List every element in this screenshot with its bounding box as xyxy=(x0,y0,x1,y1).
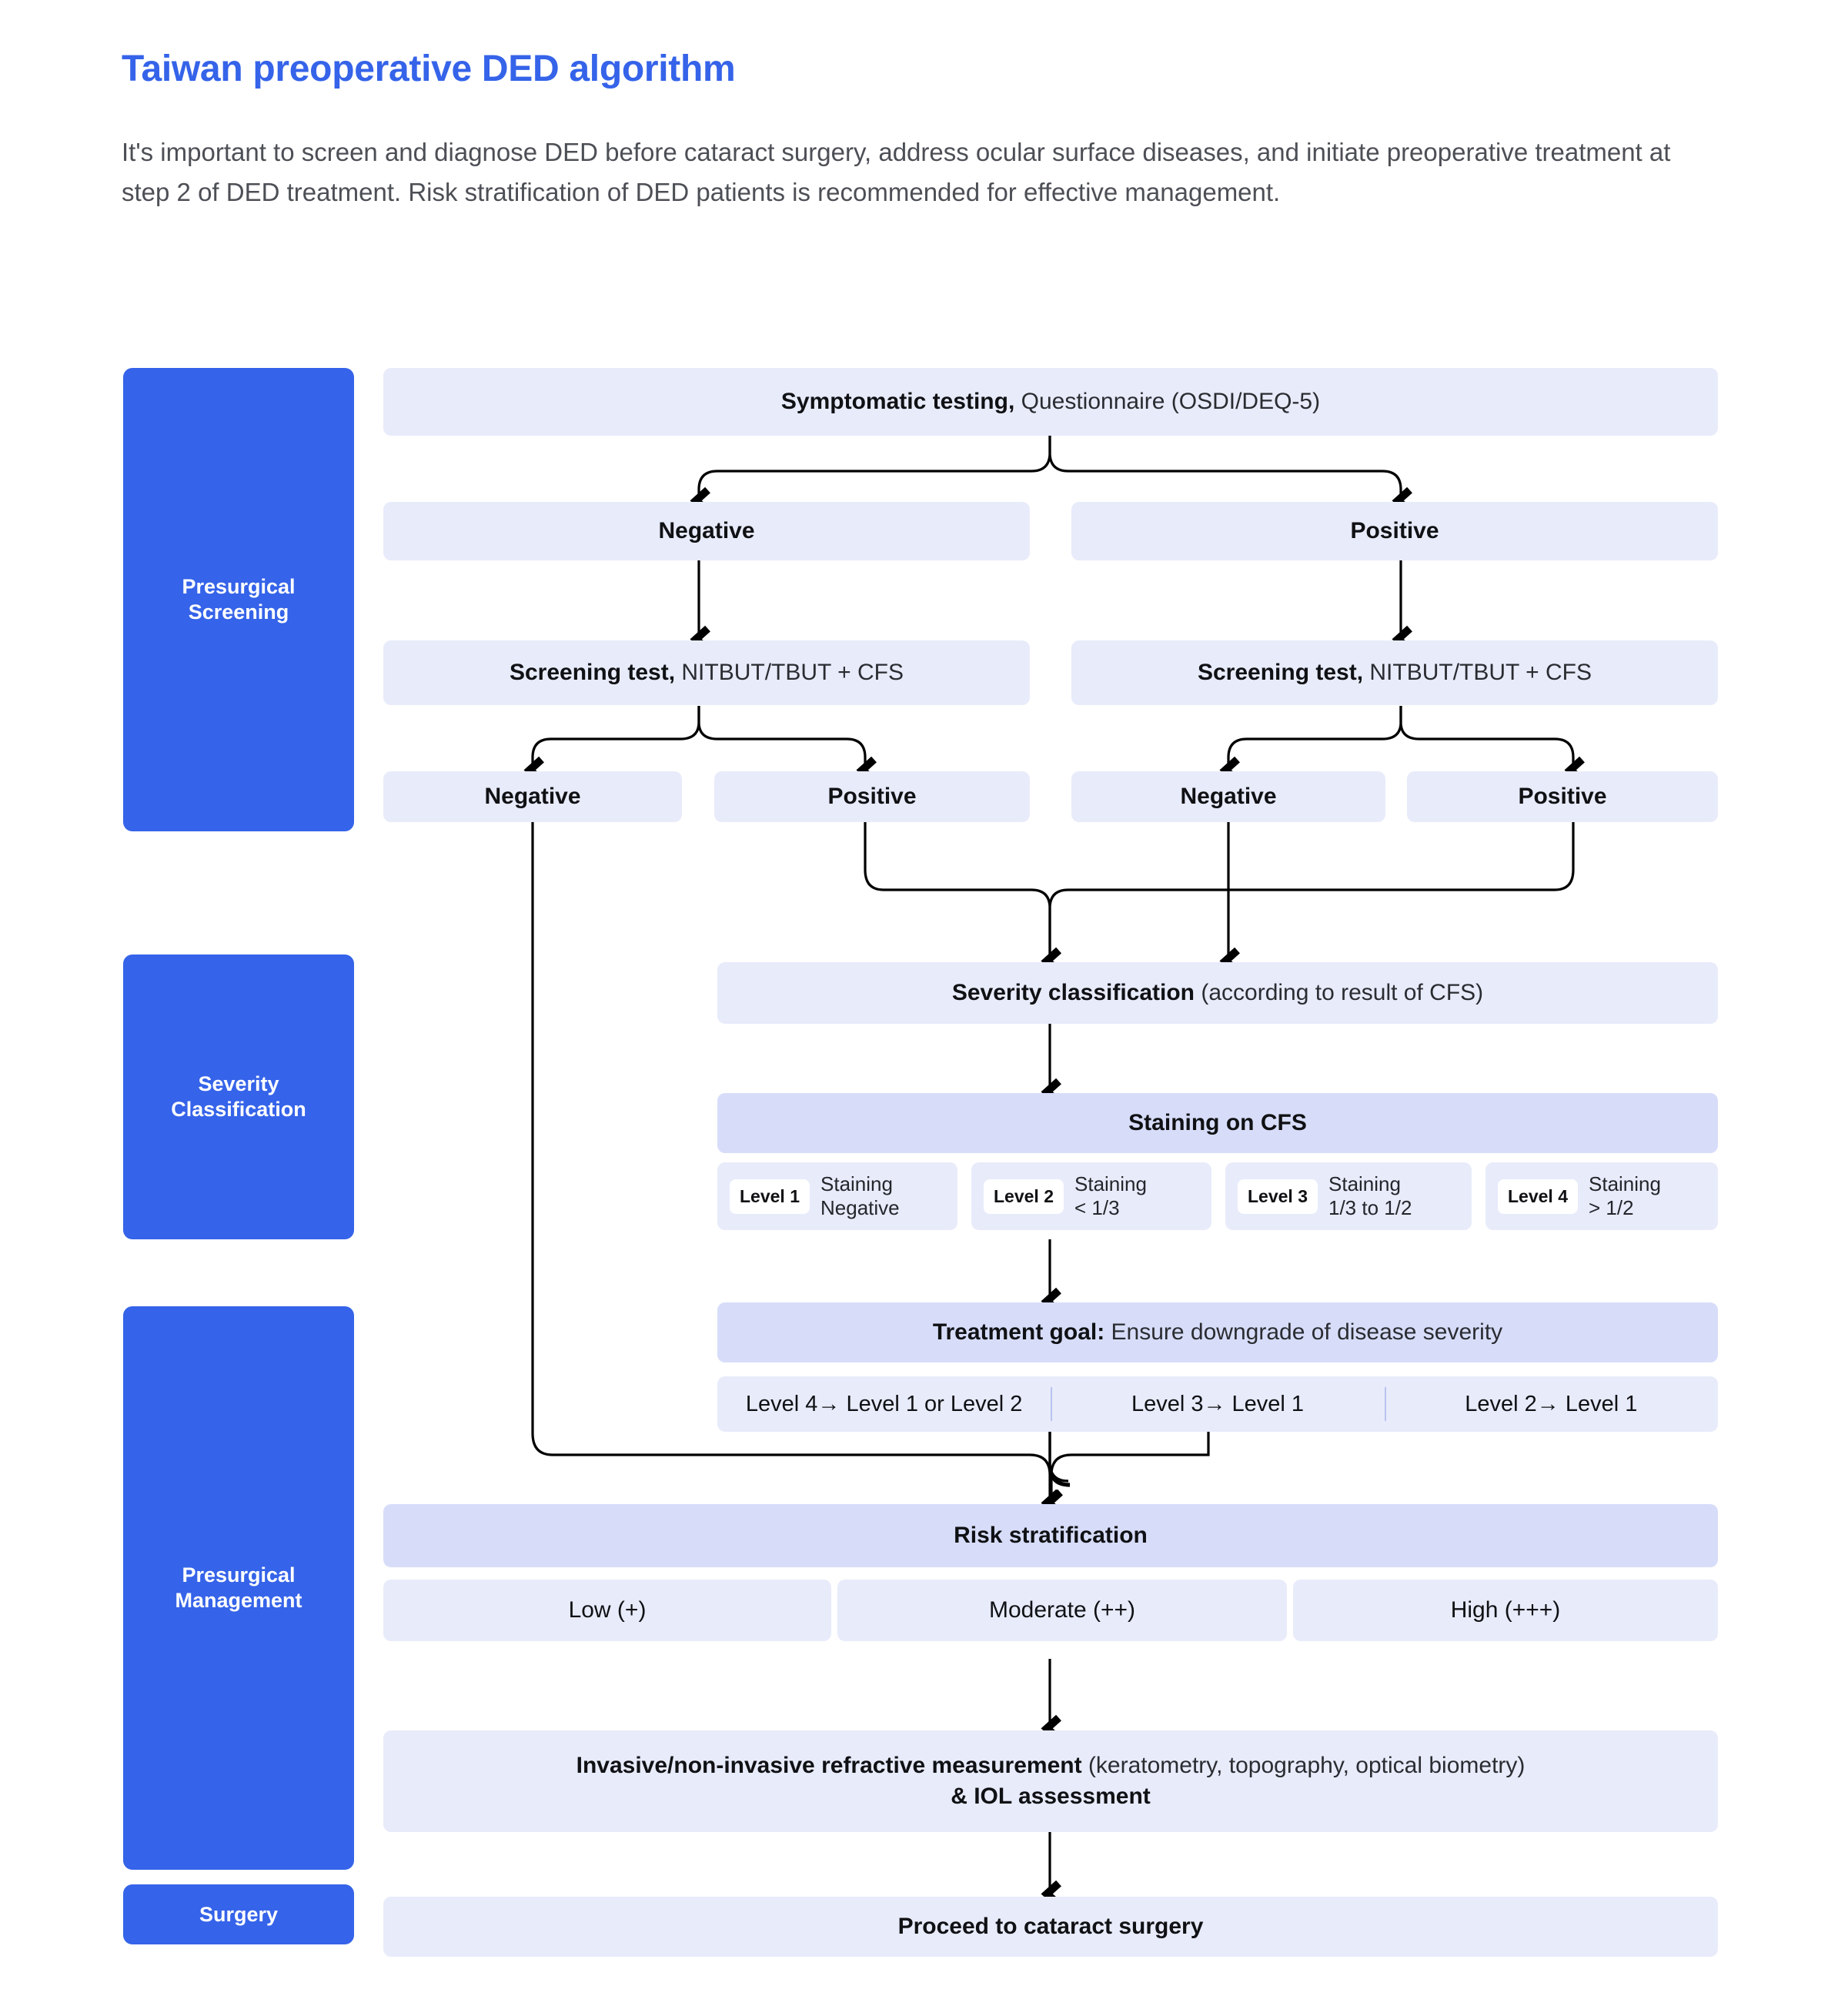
node-refractive-measurement[interactable]: Invasive/non-invasive refractive measure… xyxy=(383,1730,1718,1832)
node-severity-classification[interactable]: Severity classification (according to re… xyxy=(717,962,1718,1024)
page-subtitle: It's important to screen and diagnose DE… xyxy=(122,138,1671,206)
downgrade-item-3[interactable]: Level 2→ Level 1 xyxy=(1385,1392,1718,1417)
node-symptomatic-positive[interactable]: Positive xyxy=(1071,502,1718,560)
stage-label: Presurgical Screening xyxy=(182,575,296,624)
node-refractive-bold: Invasive/non-invasive refractive measure… xyxy=(576,1753,1082,1778)
node-label: Staining on CFS xyxy=(1128,1110,1307,1135)
risk-level-label: Low (+) xyxy=(568,1597,647,1623)
level-card-3[interactable]: Level 3 Staining 1/3 to 1/2 xyxy=(1225,1162,1472,1230)
risk-level-low[interactable]: Low (+) xyxy=(383,1580,831,1641)
treatment-downgrade-row: Level 4→ Level 1 or Level 2 Level 3→ Lev… xyxy=(717,1376,1718,1432)
node-label: Positive xyxy=(1518,784,1607,809)
page-title: Taiwan preoperative DED algorithm xyxy=(122,48,736,89)
node-quad-positive-right[interactable]: Positive xyxy=(1407,771,1718,822)
stage-label: Surgery xyxy=(199,1902,279,1926)
node-severity-classification-bold: Severity classification xyxy=(951,980,1195,1005)
stage-presurgical-management: Presurgical Management xyxy=(123,1306,354,1870)
node-refractive-line-2: & IOL assessment xyxy=(951,1784,1151,1809)
stage-surgery: Surgery xyxy=(123,1884,354,1944)
level-line-2: 1/3 to 1/2 xyxy=(1328,1196,1412,1219)
node-risk-stratification[interactable]: Risk stratification xyxy=(383,1504,1718,1567)
node-treatment-goal-rest: Ensure downgrade of disease severity xyxy=(1104,1319,1503,1345)
level-card-2[interactable]: Level 2 Staining < 1/3 xyxy=(971,1162,1211,1230)
node-treatment-goal[interactable]: Treatment goal: Ensure downgrade of dise… xyxy=(717,1302,1718,1362)
node-label: Positive xyxy=(1350,518,1439,543)
node-treatment-goal-bold: Treatment goal: xyxy=(932,1319,1105,1345)
node-staining-on-cfs[interactable]: Staining on CFS xyxy=(717,1093,1718,1153)
level-badge: Level 4 xyxy=(1498,1179,1578,1214)
downgrade-item-1[interactable]: Level 4→ Level 1 or Level 2 xyxy=(717,1392,1051,1417)
node-symptomatic-testing[interactable]: Symptomatic testing, Questionnaire (OSDI… xyxy=(383,368,1718,436)
downgrade-label: Level 2→ Level 1 xyxy=(1465,1391,1638,1416)
level-badge: Level 2 xyxy=(984,1179,1064,1214)
node-refractive-rest: (keratometry, topography, optical biomet… xyxy=(1081,1753,1526,1778)
node-screening-test-right[interactable]: Screening test, NITBUT/TBUT + CFS xyxy=(1071,640,1718,705)
level-line-1: Staining xyxy=(1328,1172,1401,1195)
risk-level-label: High (+++) xyxy=(1450,1597,1561,1623)
node-screening-test-left-rest: NITBUT/TBUT + CFS xyxy=(675,660,904,685)
node-symptomatic-negative[interactable]: Negative xyxy=(383,502,1030,560)
risk-level-moderate[interactable]: Moderate (++) xyxy=(837,1580,1287,1641)
stage-label: Severity Classification xyxy=(171,1072,306,1121)
node-refractive-line-1: Invasive/non-invasive refractive measure… xyxy=(576,1750,1526,1781)
node-quad-negative-left[interactable]: Negative xyxy=(383,771,682,822)
level-card-1[interactable]: Level 1 Staining Negative xyxy=(717,1162,957,1230)
node-screening-test-left-bold: Screening test, xyxy=(509,660,676,685)
node-label: Negative xyxy=(1180,784,1277,809)
level-badge: Level 3 xyxy=(1238,1179,1318,1214)
level-description: Staining > 1/2 xyxy=(1589,1172,1661,1220)
node-symptomatic-testing-rest: Questionnaire (OSDI/DEQ-5) xyxy=(1014,389,1321,414)
node-quad-negative-right[interactable]: Negative xyxy=(1071,771,1385,822)
node-label: Negative xyxy=(484,784,581,809)
level-description: Staining 1/3 to 1/2 xyxy=(1328,1172,1412,1220)
node-screening-test-right-rest: NITBUT/TBUT + CFS xyxy=(1363,660,1592,685)
node-severity-classification-rest: (according to result of CFS) xyxy=(1195,980,1484,1005)
downgrade-label: Level 3→ Level 1 xyxy=(1131,1391,1305,1416)
stage-presurgical-screening: Presurgical Screening xyxy=(123,368,354,831)
level-line-2: < 1/3 xyxy=(1074,1196,1120,1219)
stage-label: Presurgical Management xyxy=(175,1563,302,1612)
downgrade-item-2[interactable]: Level 3→ Level 1 xyxy=(1051,1392,1384,1417)
node-label: Positive xyxy=(827,784,917,809)
node-screening-test-left[interactable]: Screening test, NITBUT/TBUT + CFS xyxy=(383,640,1030,705)
level-description: Staining Negative xyxy=(820,1172,900,1220)
level-badge: Level 1 xyxy=(730,1179,810,1214)
node-symptomatic-testing-bold: Symptomatic testing, xyxy=(780,389,1015,414)
node-label: Proceed to cataract surgery xyxy=(897,1914,1204,1939)
level-line-1: Staining xyxy=(820,1172,893,1195)
risk-level-label: Moderate (++) xyxy=(988,1597,1136,1623)
downgrade-label: Level 4→ Level 1 or Level 2 xyxy=(745,1391,1023,1416)
node-label: Negative xyxy=(658,518,755,543)
level-card-4[interactable]: Level 4 Staining > 1/2 xyxy=(1485,1162,1718,1230)
stage-severity-classification: Severity Classification xyxy=(123,955,354,1239)
node-proceed-to-surgery[interactable]: Proceed to cataract surgery xyxy=(383,1897,1718,1957)
level-line-2: > 1/2 xyxy=(1589,1196,1634,1219)
level-line-1: Staining xyxy=(1074,1172,1147,1195)
node-label: Risk stratification xyxy=(954,1523,1148,1548)
level-line-2: Negative xyxy=(820,1196,900,1219)
risk-level-high[interactable]: High (+++) xyxy=(1293,1580,1718,1641)
node-quad-positive-left[interactable]: Positive xyxy=(714,771,1030,822)
node-screening-test-right-bold: Screening test, xyxy=(1197,660,1364,685)
level-line-1: Staining xyxy=(1589,1172,1661,1195)
level-description: Staining < 1/3 xyxy=(1074,1172,1147,1220)
